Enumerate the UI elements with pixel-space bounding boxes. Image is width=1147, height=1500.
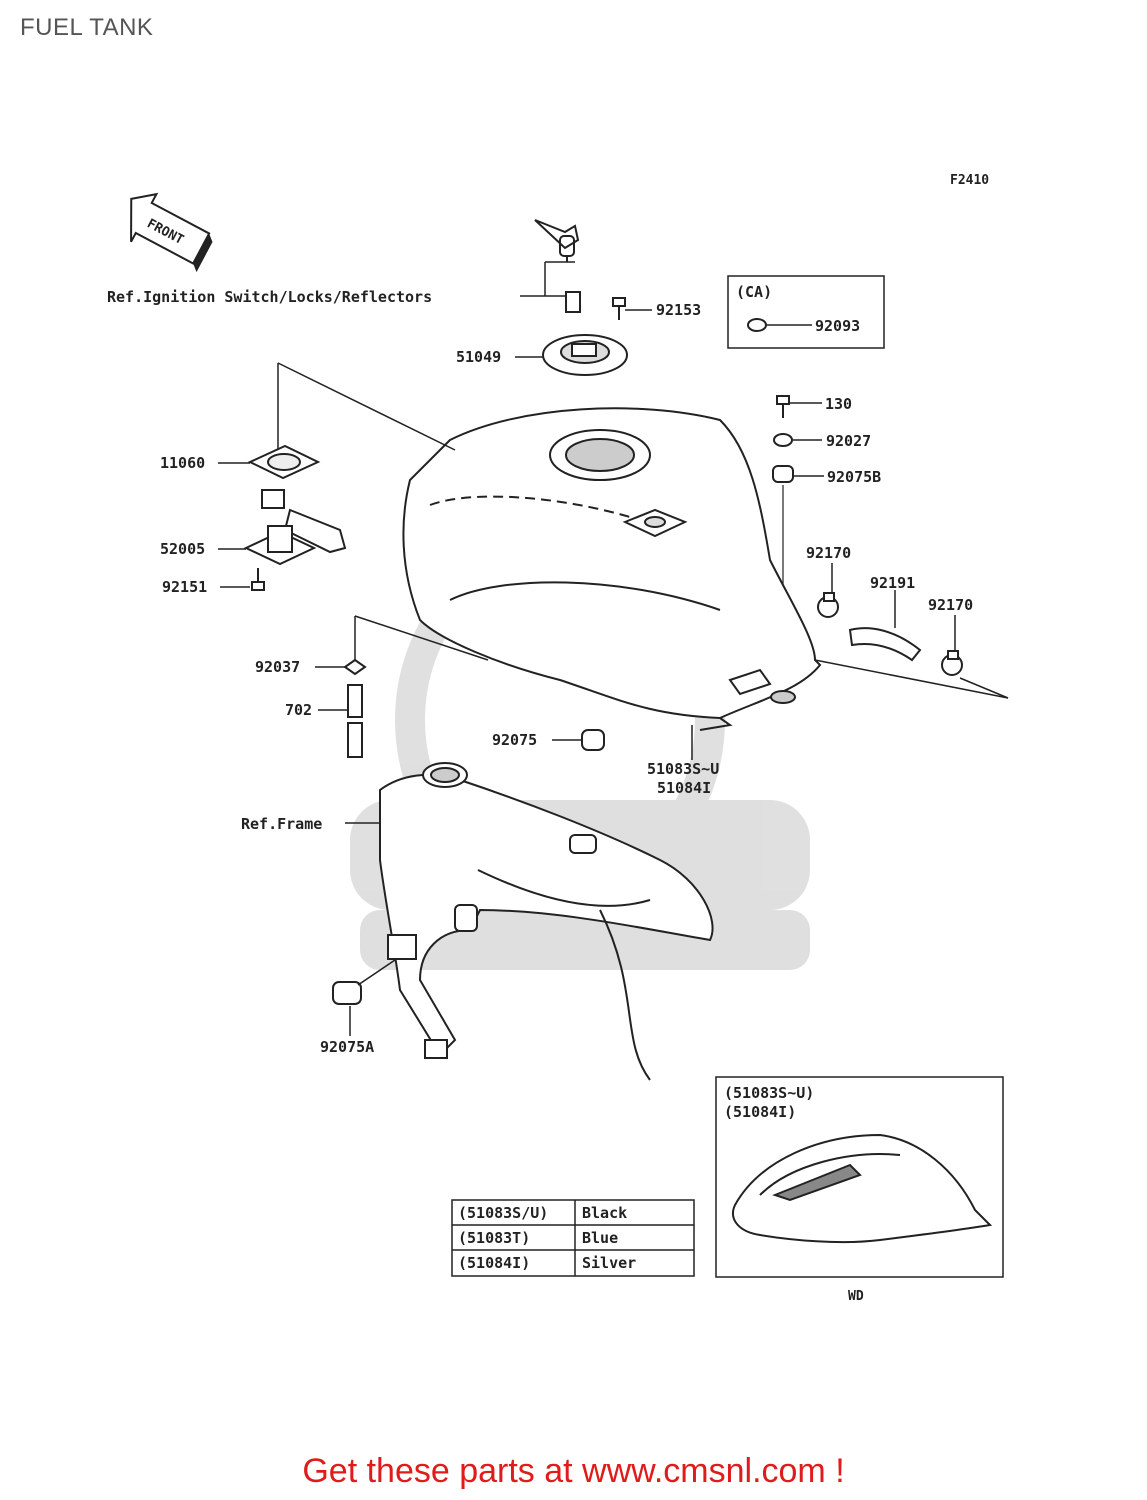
bolt-92153-icon: [612, 297, 626, 320]
callout-92093: 92093: [815, 317, 860, 335]
collar-92027-icon: [773, 433, 793, 447]
hose-clamp-92170-left-icon: [817, 592, 839, 618]
bolt-130-icon: [776, 395, 790, 418]
leader-92075A-a: [357, 959, 396, 986]
ref-frame-label: Ref.Frame: [241, 815, 322, 833]
damper-92075-icon: [581, 729, 605, 751]
callout-52005: 52005: [160, 540, 205, 558]
color-table-color: Black: [582, 1204, 627, 1222]
callout-92037: 92037: [255, 658, 300, 676]
pipe-702-icon: [347, 684, 363, 758]
callout-92153: 92153: [656, 301, 701, 319]
callout-92170-left: 92170: [806, 544, 851, 562]
inset-brand: WD: [848, 1289, 864, 1304]
color-table-code: (51083T): [458, 1229, 530, 1247]
color-table-color: Silver: [582, 1254, 636, 1272]
fuel-cap-51049-icon: [542, 334, 628, 376]
tank-inset-box: [715, 1076, 1004, 1278]
front-arrow-icon: FRONT: [130, 192, 213, 273]
callout-51084: 51084I: [657, 779, 711, 797]
damper-92075A-icon: [332, 981, 362, 1005]
gasket-11060-icon: [247, 444, 321, 480]
pump-lead-lines: [277, 362, 1009, 699]
inset-line2: (51084I): [724, 1103, 796, 1121]
ignition-lead-lines: [520, 261, 575, 297]
hose-clamp-92170-right-icon: [941, 650, 963, 676]
inset-tank-icon: [732, 1133, 993, 1244]
ref-ignition-label: Ref.Ignition Switch/Locks/Reflectors: [107, 288, 432, 306]
bolt-92151-icon: [251, 568, 265, 591]
callout-92027: 92027: [826, 432, 871, 450]
callout-92075B: 92075B: [827, 468, 881, 486]
frame-icon: [379, 762, 714, 1081]
damper-92075B-icon: [772, 465, 794, 483]
figure-code: F2410: [950, 173, 989, 188]
fuel-tank-diagram: F2410 FRONT Ref.Ignition Switch/Locks/Re…: [107, 173, 1009, 1304]
callout-51083: 51083S~U: [647, 760, 719, 778]
inset-line1: (51083S~U): [724, 1084, 814, 1102]
clip-92037-icon: [343, 658, 367, 676]
fuel-tank-icon: [402, 407, 822, 731]
page-title: FUEL TANK: [20, 14, 154, 41]
callout-92170-right: 92170: [928, 596, 973, 614]
callout-130: 130: [825, 395, 852, 413]
promo-banner: Get these parts at www.cmsnl.com !: [0, 1452, 1147, 1491]
color-table-code: (51084I): [458, 1254, 530, 1272]
lock-cylinder-icon: [565, 291, 581, 313]
callout-92151: 92151: [162, 578, 207, 596]
callout-92075: 92075: [492, 731, 537, 749]
color-table: (51083S/U) Black (51083T) Blue (51084I) …: [451, 1199, 695, 1277]
callout-92191: 92191: [870, 574, 915, 592]
callout-92075A: 92075A: [320, 1038, 374, 1056]
promo-link[interactable]: Get these parts at www.cmsnl.com !: [302, 1452, 845, 1490]
callout-702: 702: [285, 701, 312, 719]
ca-label: (CA): [736, 283, 772, 301]
ca-box: [727, 275, 885, 349]
callout-51049: 51049: [456, 348, 501, 366]
fuel-hose-92191-icon: [848, 627, 922, 662]
nut-92093-icon: [747, 318, 767, 332]
fuel-pump-52005-icon: [243, 489, 347, 566]
color-table-color: Blue: [582, 1229, 618, 1247]
callout-11060: 11060: [160, 454, 205, 472]
color-table-code: (51083S/U): [458, 1204, 548, 1222]
ignition-key-icon: [534, 219, 580, 262]
